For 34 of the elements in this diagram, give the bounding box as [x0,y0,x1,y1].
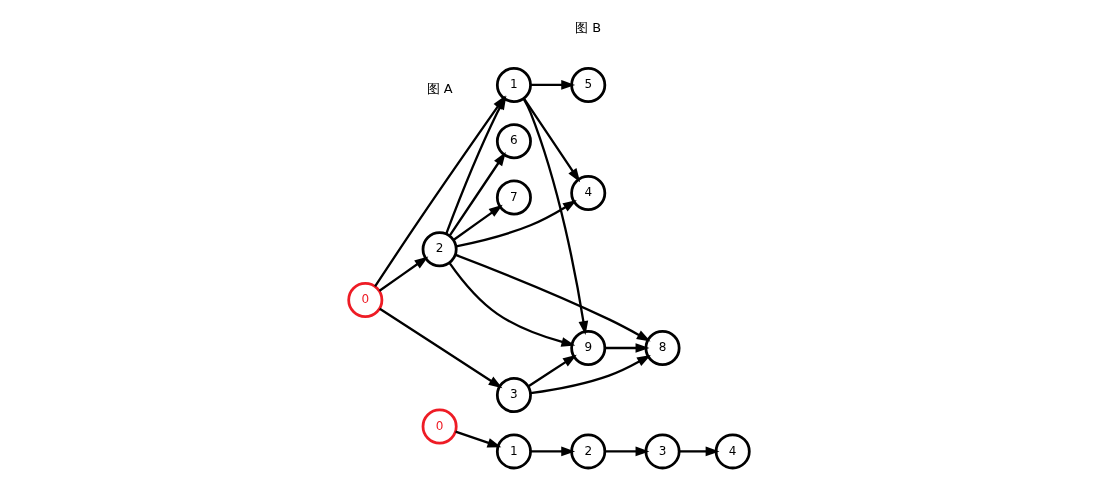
arrow [530,354,651,395]
node-circle: 3 [495,377,532,414]
arrow [530,446,576,457]
label: 图 A [426,80,453,96]
arrow [456,200,577,248]
node-circle: 8 [644,330,681,366]
arrow [379,307,503,389]
arrow [452,204,503,241]
node-circle: 0 [347,282,384,318]
node-circle: 7 [495,179,532,216]
arrow [378,256,429,292]
arrow [604,343,650,353]
node-circle: 2 [421,231,458,268]
node-circle: 5 [570,66,607,103]
node-circle: 0 [421,408,458,445]
arrow [679,446,720,457]
arrow [530,80,576,90]
arrow [604,446,650,457]
arrow [448,262,576,347]
node-circle: 9 [570,330,607,366]
node-circle: 3 [644,433,681,470]
node-circle: 4 [714,433,751,470]
arrow [522,98,589,335]
node-circle: 1 [495,66,532,103]
node-circle: 2 [570,433,607,470]
arrow [448,151,506,237]
node-circle: 6 [495,123,532,160]
arrow [455,253,651,342]
arrow [523,97,581,183]
node-circle: 1 [495,433,532,470]
node-circle: 4 [570,174,607,211]
arrow [527,354,577,388]
arrow [455,430,502,448]
label: 图 B [575,20,602,36]
